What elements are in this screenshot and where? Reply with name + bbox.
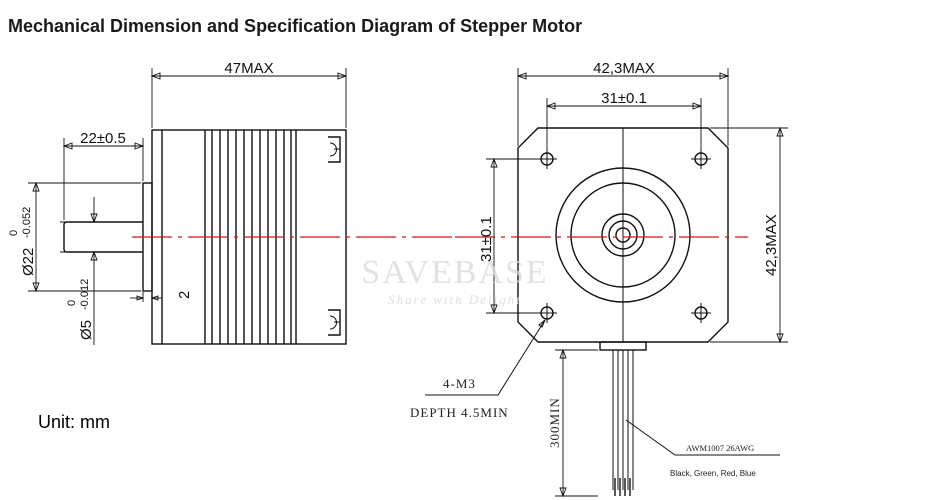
shaft-diameter-label: Ø5: [78, 320, 95, 340]
mount-hole-tr: [691, 149, 711, 169]
length-max-label: 47MAX: [224, 60, 273, 77]
watermark: SAVEBASE Share with Delight: [361, 254, 548, 307]
cable-exit-block: [599, 341, 647, 351]
cable-spec-label: AWM1007 26AWG: [686, 443, 754, 453]
shaft-tol-upper: 0: [66, 300, 78, 306]
mount-hole-bl: [537, 303, 557, 323]
shaft-outer-circle: [601, 213, 645, 257]
rear-screw-top: [328, 136, 341, 163]
shaft-tol-lower: -0.012: [79, 279, 91, 310]
lead-wires: [612, 350, 634, 496]
lead-length-label: 300MIN: [547, 397, 562, 448]
mount-holes-leader: [425, 319, 546, 396]
flange-outline: [517, 127, 729, 343]
boss-height-label: 2: [176, 291, 193, 299]
rear-screw-bottom: [328, 309, 341, 336]
mount-hole-tl: [537, 149, 557, 169]
cable-spec-leader: [625, 419, 780, 456]
shaft-inner-circle: [615, 227, 631, 243]
width-max-label: 42,3MAX: [593, 60, 655, 77]
shaft-mid-circle: [608, 220, 638, 250]
mount-holes-label: 4-M3: [443, 376, 476, 391]
height-max-label: 42,3MAX: [763, 214, 780, 276]
mount-hole-br: [691, 303, 711, 323]
side-view: 47MAX 22±0.5 Ø22 0 -0.052 Ø5 0 -0.012: [8, 60, 455, 345]
boss-outer-circle: [555, 167, 691, 303]
boss-tol-lower: -0.052: [21, 207, 33, 238]
hole-pitch-label: 31±0.1: [601, 90, 647, 107]
boss-tol-upper: 0: [8, 230, 20, 236]
motor-shaft: [63, 221, 143, 253]
shaft-length-label: 22±0.5: [80, 130, 126, 147]
front-view: 42,3MAX 31±0.1 31±0.1 42,3MAX: [410, 60, 788, 498]
wire-colors-label: Black, Green, Red, Blue: [670, 469, 756, 478]
boss-diameter-label: Ø22: [20, 248, 37, 276]
watermark-tagline: Share with Delight: [388, 292, 522, 307]
boss-inner-circle: [570, 182, 676, 288]
watermark-text: SAVEBASE: [361, 254, 548, 291]
unit-label: Unit: mm: [38, 412, 110, 432]
hole-pitch-vertical-label: 31±0.1: [478, 216, 495, 262]
diagram-title: Mechanical Dimension and Specification D…: [8, 16, 583, 36]
mount-depth-label: DEPTH 4.5MIN: [410, 405, 509, 420]
